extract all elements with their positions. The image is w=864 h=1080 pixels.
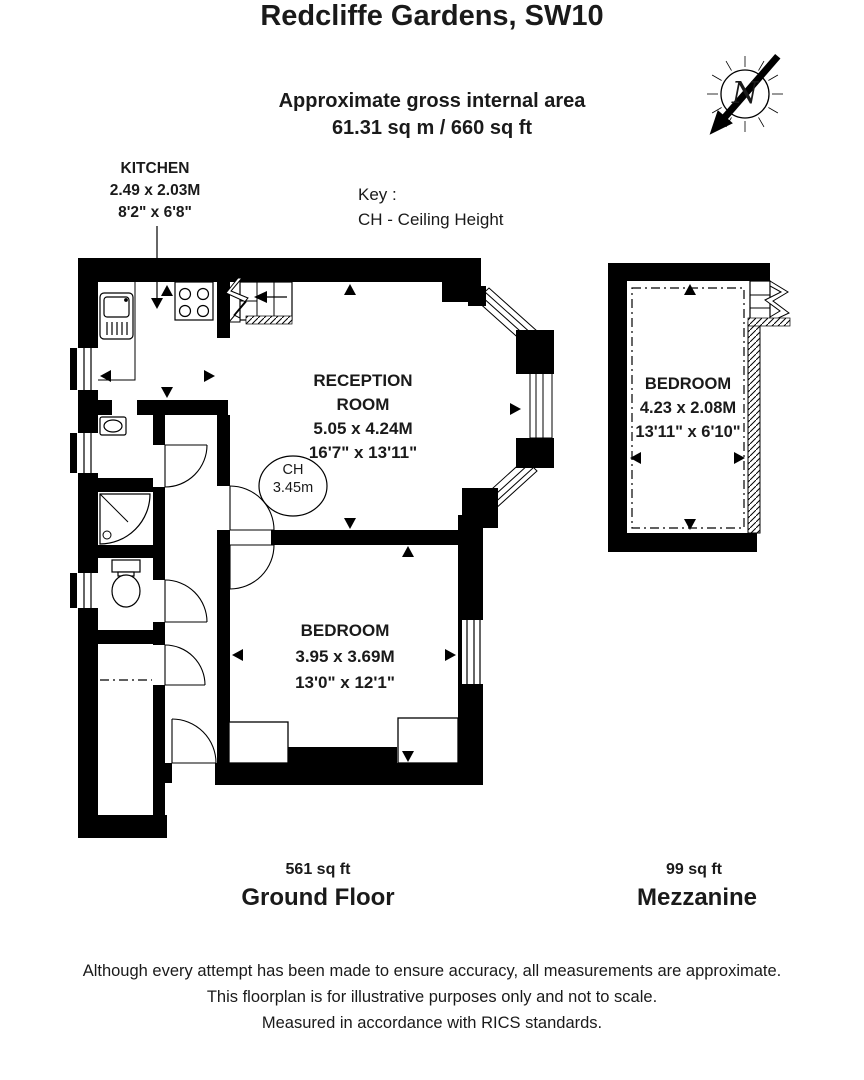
basin: [99, 416, 127, 436]
compass-north-letter: N: [731, 76, 759, 111]
mezzanine-name: Mezzanine: [636, 884, 758, 911]
alcove-right: [397, 717, 459, 764]
key-ch: CH - Ceiling Height: [358, 210, 504, 229]
bedroom-mezz-name: BEDROOM: [644, 375, 732, 393]
disclaimer: Although every attempt has been made to …: [0, 958, 864, 1036]
key-block: Key : CH - Ceiling Height: [358, 182, 504, 232]
disclaimer-line-1: Although every attempt has been made to …: [82, 962, 782, 980]
ceiling-height-badge: CH 3.45m: [253, 461, 333, 497]
kitchen-label: KITCHEN 2.49 x 2.03M 8'2" x 6'8": [75, 158, 235, 224]
key-title: Key :: [358, 185, 397, 204]
mezzanine-headroom-outline: [631, 287, 745, 529]
mezzanine-stairs: [747, 280, 791, 327]
mezzanine-walls: [608, 263, 770, 552]
reception-name-2: ROOM: [336, 395, 390, 414]
subtitle: Approximate gross internal area: [278, 90, 586, 112]
ground-floor-area: 561 sq ft: [285, 861, 351, 878]
ground-floor-walls: [78, 258, 483, 838]
dimension-arrows: [100, 226, 745, 762]
window-icon: [70, 348, 483, 684]
disclaimer-line-3: Measured in accordance with RICS standar…: [261, 1014, 603, 1032]
compass-icon: [707, 53, 783, 135]
ch-label: CH: [282, 462, 304, 478]
reception-metric: 5.05 x 4.24M: [313, 419, 413, 438]
bedroom-mezz-metric: 4.23 x 2.08M: [639, 399, 737, 417]
gross-area: 61.31 sq m / 660 sq ft: [331, 117, 533, 139]
reception-label: RECEPTION ROOM 5.05 x 4.24M 16'7" x 13'1…: [263, 369, 463, 465]
mezzanine-area: 99 sq ft: [665, 861, 722, 878]
kitchen-metric: 2.49 x 2.03M: [109, 182, 201, 199]
stairs: [225, 277, 293, 325]
kitchen-name: KITCHEN: [120, 160, 190, 177]
reception-name-1: RECEPTION: [313, 371, 413, 390]
kitchen-imperial: 8'2" x 6'8": [118, 204, 192, 221]
reception-imperial: 16'7" x 13'11": [308, 443, 418, 462]
bedroom-ground-imperial: 13'0" x 12'1": [295, 673, 395, 692]
ground-floor-name: Ground Floor: [241, 884, 395, 911]
bay-window: [462, 286, 554, 528]
bedroom-ground-label: BEDROOM 3.95 x 3.69M 13'0" x 12'1": [245, 618, 445, 696]
ceiling-height-badge-circle: [258, 455, 328, 517]
door-swings: [164, 444, 275, 764]
bedroom-mezz-imperial: 13'11" x 6'10": [635, 423, 741, 441]
disclaimer-line-2: This floorplan is for illustrative purpo…: [206, 988, 658, 1006]
kitchen-sink: [99, 292, 134, 340]
alcove-left: [228, 721, 289, 764]
toilet: [111, 559, 141, 608]
shower: [99, 493, 151, 545]
ch-value: 3.45m: [272, 480, 314, 496]
bedroom-ground-metric: 3.95 x 3.69M: [295, 647, 395, 666]
page-title: Redcliffe Gardens, SW10: [260, 0, 604, 32]
bedroom-ground-name: BEDROOM: [300, 621, 390, 640]
hob: [174, 281, 214, 321]
bedroom-mezzanine-label: BEDROOM 4.23 x 2.08M 13'11" x 6'10": [588, 372, 788, 444]
